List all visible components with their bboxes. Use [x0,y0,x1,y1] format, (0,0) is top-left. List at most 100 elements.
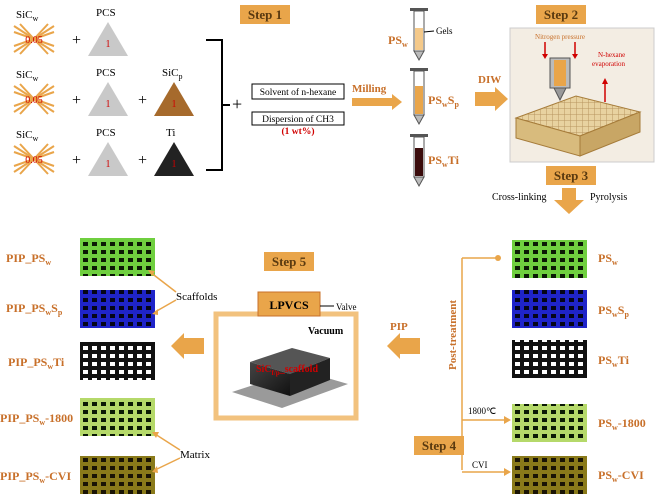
syringe-pswsp: PSwSp [410,68,459,126]
step5-label: Step 5 [264,252,314,271]
svg-text:1: 1 [106,39,111,50]
bracket [206,39,230,171]
svg-text:0.05: 0.05 [25,155,43,166]
row2-pcs: PCS 1 [88,67,128,116]
svg-text:evaporation: evaporation [592,60,626,68]
svg-text:SiCw: SiCw [16,69,39,83]
row3-pcs: PCS 1 [88,127,128,176]
svg-text:Step 3: Step 3 [554,168,589,183]
diw-printer: Nitrogen pressure N-hexane evaporation [509,27,655,163]
svg-text:LPVCS: LPVCS [269,298,309,312]
svg-text:SiCp: SiCp [162,67,183,81]
plus-sign: + [232,94,242,114]
svg-text:Nitrogen pressure: Nitrogen pressure [535,33,585,41]
svg-text:PIP_PSwTi: PIP_PSwTi [8,355,65,371]
step3-arrow [554,188,584,214]
svg-text:PSwSp: PSwSp [428,93,459,109]
row1-pcs: PCS 1 [88,7,128,56]
dispersion-box: Dispersion of CH3 (1 wt%) [251,111,345,137]
plus-sign: + [138,152,147,169]
svg-text:Step 4: Step 4 [422,438,457,453]
grid-psw-cvi: PSw-CVI [512,456,644,494]
svg-text:PSw-1800: PSw-1800 [598,416,646,432]
lpvcs-apparatus: LPVCS Valve Vacuum SiCf/p_scaffold [213,291,359,421]
milling-arrow [352,94,402,110]
diw-label: DIW [478,74,501,86]
svg-text:Gels: Gels [436,26,453,36]
syringe-pswti: PSwTi [410,134,460,188]
syringe-psw: Gels PSw [388,8,453,62]
svg-text:PSwTi: PSwTi [598,353,630,369]
pip-label: PIP [390,321,408,333]
svg-text:(1 wt%): (1 wt%) [282,126,315,137]
grid-pswti: PSwTi [512,340,630,378]
svg-text:1: 1 [106,99,111,110]
milling-label: Milling [352,83,387,95]
svg-text:PCS: PCS [96,67,116,79]
step4-label: Step 4 [414,436,464,455]
grid-pip-pswti: PIP_PSwTi [8,342,155,380]
svg-text:N-hexane: N-hexane [598,51,625,59]
post-treatment-branch: Post-treatment 1800℃ CVI [447,255,511,476]
grid-pip-psw: PIP_PSw [6,238,155,276]
svg-text:1800℃: 1800℃ [468,406,496,416]
svg-text:SiCf/p_scaffold: SiCf/p_scaffold [256,364,319,377]
svg-text:Dispersion of CH3: Dispersion of CH3 [262,114,334,125]
row3-sicw: SiCw 0.05 [13,129,55,175]
svg-text:1: 1 [172,159,177,170]
pip-arrow [387,333,420,359]
step1-label: Step 1 [240,5,290,24]
svg-text:Post-treatment: Post-treatment [447,300,459,370]
step2-label: Step 2 [536,5,586,24]
svg-text:PIP_PSw-CVI: PIP_PSw-CVI [0,469,71,485]
svg-text:PIP_PSw-1800: PIP_PSw-1800 [0,411,73,427]
svg-text:Step 5: Step 5 [272,254,307,269]
svg-text:Vacuum: Vacuum [308,326,344,337]
plus-sign: + [138,92,147,109]
svg-text:PSwTi: PSwTi [428,153,460,169]
svg-text:PSw: PSw [388,33,408,49]
grid-pip-psw-1800: PIP_PSw-1800 [0,398,155,436]
grid-psw-1800: PSw-1800 [512,404,646,442]
svg-text:0.05: 0.05 [25,95,43,106]
row2-sicp: SiCp 1 [154,67,194,116]
plus-sign: + [72,32,81,49]
svg-text:PCS: PCS [96,7,116,19]
grid-pip-psw-cvi: PIP_PSw-CVI [0,456,155,494]
svg-text:SiCw: SiCw [16,129,39,143]
svg-text:1: 1 [172,99,177,110]
svg-text:1: 1 [106,159,111,170]
left-arrow [171,333,204,359]
svg-text:Step 2: Step 2 [544,7,578,22]
scaffolds-annotation: Scaffolds [148,270,217,315]
row1-sicw: SiCw 0.05 [13,9,55,55]
svg-text:Solvent of n-hexane: Solvent of n-hexane [260,87,337,98]
svg-text:PIP_PSw: PIP_PSw [6,251,51,267]
svg-text:Scaffolds: Scaffolds [176,291,217,303]
svg-text:Matrix: Matrix [180,449,210,461]
row2-sicw: SiCw 0.05 [13,69,55,115]
pyrolysis-label: Pyrolysis [590,192,627,203]
solvent-box: Solvent of n-hexane [251,83,345,100]
svg-text:Ti: Ti [166,127,175,139]
grid-pswsp: PSwSp [512,290,629,328]
svg-text:Step 1: Step 1 [248,7,282,22]
svg-text:PSwSp: PSwSp [598,303,629,319]
svg-text:PSw-CVI: PSw-CVI [598,468,644,484]
svg-text:PSw: PSw [598,251,618,267]
row3-ti: Ti 1 [154,127,194,176]
svg-text:PIP_PSwSp: PIP_PSwSp [6,301,63,317]
plus-sign: + [72,92,81,109]
svg-text:PCS: PCS [96,127,116,139]
svg-text:Valve: Valve [336,302,357,312]
svg-text:CVI: CVI [472,460,488,470]
step3-label: Step 3 [546,166,596,185]
grid-pip-pswsp: PIP_PSwSp [6,290,155,328]
crosslinking-label: Cross-linking [492,192,546,203]
svg-text:SiCw: SiCw [16,9,39,23]
diw-arrow [475,87,508,111]
plus-sign: + [72,152,81,169]
grid-psw: PSw [512,240,618,278]
svg-text:0.05: 0.05 [25,35,43,46]
